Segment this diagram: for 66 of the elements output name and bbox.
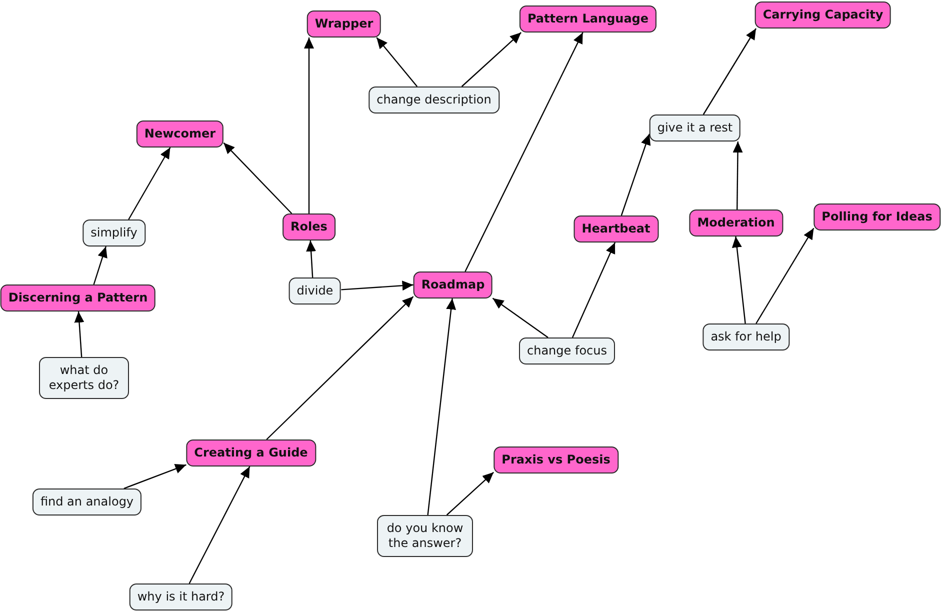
concept-box: [689, 210, 783, 236]
phrase-box: [368, 86, 500, 114]
arrow: [223, 142, 292, 214]
phrase-label: ask for help: [710, 330, 782, 344]
phrase-box: [39, 357, 129, 399]
phrase-label: give it a rest: [657, 120, 733, 136]
concept-label: Carrying Capacity: [762, 8, 884, 22]
concept-label: Creating a Guide: [194, 446, 308, 460]
arrow: [74, 311, 84, 358]
arrow: [461, 32, 522, 87]
phrase-label: find an analogy: [40, 494, 134, 510]
arrow: [492, 298, 548, 338]
arrow: [266, 296, 414, 440]
phrase-box: [702, 324, 790, 350]
concept-box: [814, 204, 940, 230]
concept-box: [136, 120, 224, 148]
concept-label: Moderation: [697, 216, 775, 230]
concept-box: [754, 2, 892, 28]
arrow: [572, 242, 616, 338]
concept-label: Newcomer: [144, 126, 216, 142]
arrow: [304, 38, 314, 214]
phrase-box: [649, 114, 741, 142]
concept-label: Roles: [290, 220, 328, 234]
concept-box: [282, 214, 336, 240]
concept-label: Praxis vs Poesis: [502, 452, 610, 468]
arrow: [93, 246, 108, 285]
concept-label: Roadmap: [421, 278, 485, 292]
concept-box: [0, 284, 156, 312]
phrase-box: [82, 220, 146, 246]
arrow: [446, 472, 494, 516]
concept-box: [306, 10, 382, 38]
arrow: [128, 147, 171, 220]
concept-box: [494, 446, 618, 474]
concept-box: [186, 440, 316, 466]
arrow: [732, 236, 746, 324]
arrow: [427, 298, 456, 516]
arrow: [188, 466, 250, 584]
phrase-box: [129, 584, 233, 610]
concept-label: Heartbeat: [582, 222, 650, 236]
concept-label: Pattern Language: [527, 12, 649, 26]
phrase-label: divide: [296, 284, 334, 298]
arrow: [732, 142, 743, 210]
concept-label: Discerning a Pattern: [8, 290, 148, 306]
concept-box: [413, 272, 493, 298]
arrow: [702, 28, 757, 115]
phrase-box: [288, 278, 342, 304]
arrow: [124, 464, 186, 490]
phrase-box: [377, 515, 473, 557]
phrase-label: do you know the answer?: [386, 521, 464, 551]
arrow: [620, 134, 651, 216]
phrase-box: [32, 488, 142, 516]
concept-label: Polling for Ideas: [822, 210, 932, 224]
arrow: [464, 32, 584, 272]
phrase-label: simplify: [90, 226, 138, 240]
phrase-label: change description: [376, 92, 492, 108]
concept-box: [574, 216, 658, 242]
arrow: [756, 228, 814, 324]
phrase-label: why is it hard?: [137, 590, 225, 604]
arrow: [376, 37, 418, 87]
phrase-box: [519, 338, 615, 364]
concept-box: [519, 6, 657, 32]
concept-label: Wrapper: [314, 16, 374, 32]
arrow: [306, 240, 316, 278]
phrase-label: change focus: [527, 344, 607, 358]
phrase-label: what do experts do?: [48, 363, 120, 393]
arrow: [341, 280, 414, 291]
